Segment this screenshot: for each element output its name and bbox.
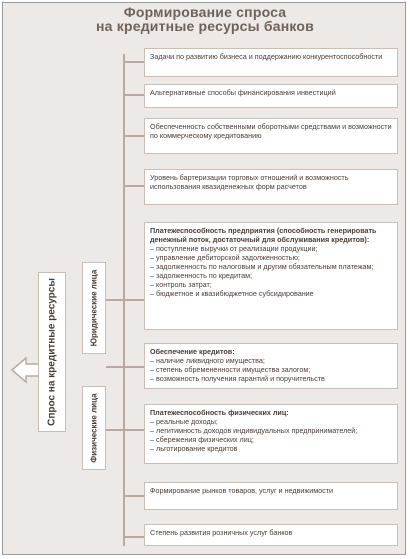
list-item: задолженность по кредитам; bbox=[150, 271, 392, 280]
list-item: наличие ликвидного имущества; bbox=[150, 356, 392, 365]
list-item: контроль затрат; bbox=[150, 280, 392, 289]
factor-text-working-capital: Обеспеченность собственными оборотными с… bbox=[150, 122, 392, 140]
demand-label: Спрос на кредитные ресурсы bbox=[46, 278, 58, 426]
enterprise-solvency-list: поступление выручки от реализации продук… bbox=[150, 244, 392, 298]
list-item: степень обремененности имущества залогом… bbox=[150, 365, 392, 374]
factor-box-working-capital: Обеспеченность собственными оборотными с… bbox=[144, 118, 398, 154]
factor-box-enterprise-solvency: Платежеспособность предприятия (способно… bbox=[144, 222, 398, 330]
factor-text-alternatives: Альтернативные способы финансирования ин… bbox=[150, 88, 336, 97]
legal-entities-label: Юридические лица bbox=[89, 269, 99, 347]
diagram-title-line2: на кредитные ресурсы банков bbox=[96, 18, 314, 34]
individuals-label: Физические лица bbox=[89, 393, 99, 463]
individual-solvency-heading: Платежеспособность физических лиц: bbox=[150, 408, 289, 417]
factor-text-markets: Формирование рынков товаров, услуг и нед… bbox=[150, 486, 334, 495]
list-item: поступление выручки от реализации продук… bbox=[150, 244, 392, 253]
factor-text-barter: Уровень бартеризации торговых отношений … bbox=[150, 173, 349, 191]
list-item: возможность получения гарантий и поручит… bbox=[150, 374, 392, 383]
list-item: легитимность доходов индивидуальных пред… bbox=[150, 426, 392, 435]
factor-box-collateral: Обеспечение кредитов: наличие ликвидного… bbox=[144, 343, 398, 389]
list-item: сбережения физических лиц; bbox=[150, 435, 392, 444]
list-item: реальные доходы; bbox=[150, 417, 392, 426]
individuals-box: Физические лица bbox=[82, 386, 106, 470]
individual-solvency-list: реальные доходы; легитимность доходов ин… bbox=[150, 417, 392, 453]
list-item: льготирование кредитов bbox=[150, 444, 392, 453]
factor-box-barter: Уровень бартеризации торговых отношений … bbox=[144, 169, 398, 205]
diagram-title-line1: Формирование спроса bbox=[123, 4, 287, 20]
factor-box-business: Задачи по развитию бизнеса и поддержанию… bbox=[144, 48, 398, 77]
demand-label-box: Спрос на кредитные ресурсы bbox=[38, 272, 66, 432]
list-item: бюджетное и квазибюджетное субсидировани… bbox=[150, 289, 392, 298]
enterprise-solvency-heading: Платежеспособность предприятия (способно… bbox=[150, 226, 377, 244]
factor-text-business: Задачи по развитию бизнеса и поддержанию… bbox=[150, 52, 383, 61]
list-item: управление дебиторской задолженностью; bbox=[150, 253, 392, 262]
factor-box-alternatives: Альтернативные способы финансирования ин… bbox=[144, 84, 398, 108]
collateral-list: наличие ликвидного имущества; степень об… bbox=[150, 356, 392, 383]
factor-text-retail-services: Степень развития розничных услуг банков bbox=[150, 528, 293, 537]
list-item: задолженность по налоговым и другим обяз… bbox=[150, 262, 392, 271]
legal-entities-box: Юридические лица bbox=[82, 262, 106, 354]
factor-box-retail-services: Степень развития розничных услуг банков bbox=[144, 524, 398, 546]
factor-box-individual-solvency: Платежеспособность физических лиц: реаль… bbox=[144, 404, 398, 464]
collateral-heading: Обеспечение кредитов: bbox=[150, 347, 235, 356]
factor-box-markets: Формирование рынков товаров, услуг и нед… bbox=[144, 482, 398, 510]
